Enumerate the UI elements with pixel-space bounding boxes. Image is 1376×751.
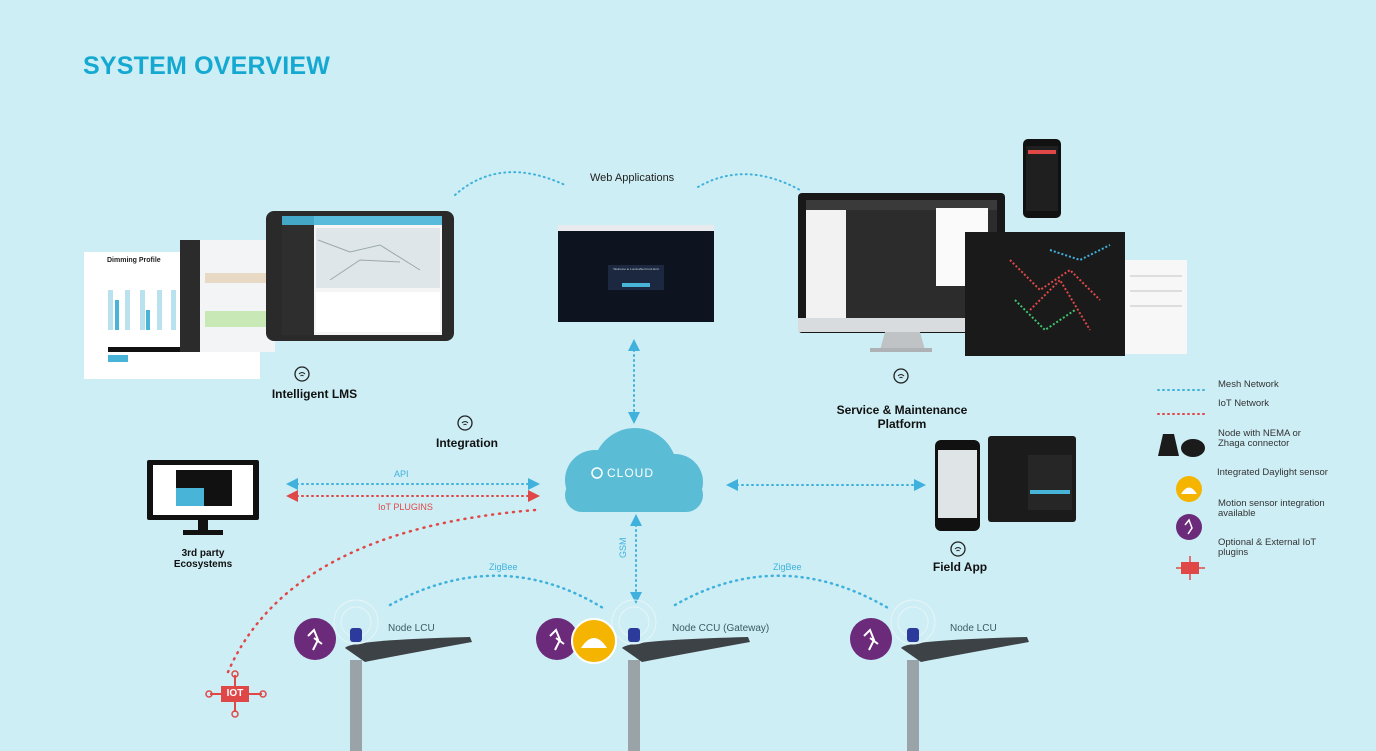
field-app-devices <box>935 436 1076 531</box>
web-arc-left <box>454 171 566 196</box>
api-label: API <box>394 469 409 479</box>
node-ccu-label: Node CCU (Gateway) <box>672 623 770 634</box>
streetlight-left <box>333 599 472 751</box>
legend-daylight-text: Integrated Daylight sensor <box>1217 467 1328 478</box>
third-party-monitor <box>147 460 259 535</box>
web-app-screen <box>558 225 714 322</box>
service-platform-label-line2: Platform <box>877 417 927 431</box>
third-party-label-line1: 3rd party <box>181 548 225 559</box>
streetlight-right <box>890 599 1029 751</box>
iot-curve <box>226 508 537 674</box>
iot-plugin-icon-main <box>205 670 267 718</box>
iot-plugin-icon <box>1176 556 1205 580</box>
zigbee-left-label: ZigBee <box>489 562 518 572</box>
intelligent-lms-label: Intelligent LMS <box>271 387 358 401</box>
lms-tablet <box>266 211 454 341</box>
iot-plugins-label: IoT PLUGINS <box>378 502 433 512</box>
zigbee-arc-right <box>673 574 890 610</box>
wifi-icon-integration <box>457 415 473 431</box>
service-platform-label-line1: Service & Maintenance <box>836 403 968 417</box>
service-list-screen <box>1125 260 1187 354</box>
service-map-screen <box>965 232 1125 356</box>
node-lcu-left-label: Node LCU <box>388 623 435 634</box>
motion-sensor-icon-left <box>294 618 336 660</box>
integration-label: Integration <box>436 436 498 450</box>
gsm-label: GSM <box>618 537 628 558</box>
zigbee-arc-left <box>388 574 605 610</box>
iot-badge-label: IOT <box>226 688 244 699</box>
cloud-label: CLOUD <box>607 466 655 480</box>
motion-sensor-icon-center <box>536 618 578 660</box>
service-phone <box>1023 139 1061 218</box>
wifi-icon-service <box>893 368 909 384</box>
motion-sensor-icon <box>1176 514 1202 540</box>
legend-mesh-text: Mesh Network <box>1218 379 1279 390</box>
service-monitor <box>798 193 1005 352</box>
motion-sensor-icon-right <box>850 618 892 660</box>
streetlight-center <box>611 599 750 751</box>
web-welcome-text: Welcome to LuminaNet Front End <box>613 267 659 271</box>
wifi-icon-lms <box>294 366 310 382</box>
wifi-icon-field <box>950 541 966 557</box>
cloud-logo-icon <box>591 467 603 479</box>
legend-iot-text: IoT Network <box>1218 398 1270 409</box>
legend-iot-plugin-text: Optional & External IoT plugins <box>1218 537 1317 558</box>
third-party-label-line2: Ecosystems <box>173 559 233 570</box>
dimming-profile-title: Dimming Profile <box>107 257 161 264</box>
lms-secondary-screen <box>180 240 275 352</box>
daylight-sensor-icon <box>1176 476 1202 502</box>
daylight-sensor-icon-center <box>571 618 617 664</box>
page-title: SYSTEM OVERVIEW <box>83 52 331 80</box>
node-lcu-right-label: Node LCU <box>950 623 997 634</box>
field-app-label: Field App <box>932 560 988 574</box>
cloud-shape <box>565 428 703 512</box>
legend-motion-text: Motion sensor integration available <box>1218 498 1325 519</box>
legend-node-text: Node with NEMA or Zhaga connector <box>1218 428 1301 449</box>
web-arc-right <box>697 173 801 191</box>
node-connector-icon <box>1158 434 1205 457</box>
web-applications-label: Web Applications <box>590 172 675 184</box>
zigbee-right-label: ZigBee <box>773 562 802 572</box>
